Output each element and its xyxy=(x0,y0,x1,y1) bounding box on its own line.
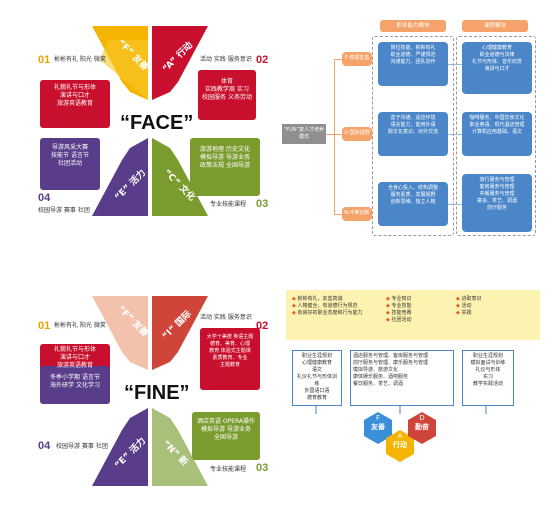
fade-col2: ◆ 专业知识 ◆ 专业技能 ◆ 技能竞赛 ◆ 社团活动 xyxy=(386,296,412,323)
fine-q1-num: 01 xyxy=(38,320,51,332)
fun-row1-label: F-热情友善 xyxy=(342,52,372,66)
fade-col3: ◆ 进取意识 ◆ 活动 ◆ 实践 xyxy=(456,296,482,316)
face-title: “FACE” xyxy=(120,112,194,134)
face-q1-header: 彬彬有礼 阳光 微笑 xyxy=(54,56,106,63)
fine-arrows xyxy=(40,296,260,486)
face-q4-box: 导游风采大赛技能节 语言节社团活动 xyxy=(51,144,89,167)
fun-row1-items: 岗位技能、彬彬有礼职业道德、严谨规范沟通能力、团队协作 xyxy=(378,42,448,86)
face-q2-bg xyxy=(198,70,256,120)
fine-q2-box: 大学十美德 英语主题德育、美育、心理教育 体验式主题课素质教育、专业主题教育 xyxy=(206,334,254,368)
fun-header-course: 课程模块 xyxy=(462,20,528,32)
fine-q3-bg xyxy=(192,412,260,460)
fine-q3-num: 03 xyxy=(256,462,269,474)
face-q1-num: 01 xyxy=(38,54,51,66)
fun-row3-courses: 旅行服务与管理客房服务与管理中餐服务与管理宴会、茶艺、调酒前厅服务 xyxy=(462,174,532,232)
fade-box2: 酒店服务与管理、客房服务与管理前厅服务与管理、康乐服务与管理模拟导游、旅游文化康… xyxy=(350,350,454,406)
face-arrows xyxy=(40,26,260,216)
face-q3-num: 03 xyxy=(256,198,269,210)
fun-header-ability: 职业能力模块 xyxy=(380,20,446,32)
fade-diagram: ◆ 彬彬有礼，友善真诚 ◆ 人格健全，有道德行为规范 ◆ 有良好的职业态度和行为… xyxy=(286,290,546,480)
fine-q3-header: 专业技能课程 xyxy=(210,466,247,473)
fine-q4-header: 校园导游 赛事 社团 xyxy=(56,443,108,450)
fun-row2-label: U-国际视野 xyxy=(342,127,372,141)
fade-box3: 职业生涯规划模拟面试与训练礼仪与形体实习教学实践活动 xyxy=(462,350,514,406)
fun-center-label: “FUN”复人才培养模式 xyxy=(282,124,326,144)
face-arrow-bl xyxy=(92,138,148,216)
fun-diagram: 职业能力模块 课程模块 “FUN”复人才培养模式 F-热情友善 岗位技能、彬彬有… xyxy=(276,14,546,239)
fun-row3-label: N-不断创新 xyxy=(342,207,372,221)
fun-row2-items: 善于沟通、适应环境语言能力、能用外语跨文化意识、对外交流 xyxy=(378,112,448,156)
fine-arrow-tl xyxy=(92,296,148,370)
fine-title: “FINE” xyxy=(124,382,190,404)
face-q4-num: 04 xyxy=(38,192,51,204)
fun-row1-courses: 心理健康教育职业道德与法律礼节与形体、音乐欣赏演讲与口才 xyxy=(462,42,532,94)
fine-q2-num: 02 xyxy=(256,320,269,332)
fine-diagram: 01 彬彬有礼 阳光 微笑 02 活动 实践 服务意识 03 专业技能课程 04… xyxy=(30,290,270,490)
face-q1-box: 礼貌礼节与形体演讲与口才旅游英语教育 xyxy=(53,84,96,107)
face-arrow-tl-tip xyxy=(100,40,148,100)
face-q2-header: 活动 实践 服务意识 xyxy=(200,56,252,63)
fine-arrow-tr xyxy=(152,296,208,370)
face-q4-bg xyxy=(40,138,100,190)
fine-q4-num: 04 xyxy=(38,440,51,452)
face-q2-num: 02 xyxy=(256,54,269,66)
fun-row3-items: 全身心投入、结构调整服务素质、发展视野创新思维、独立人格 xyxy=(378,182,448,226)
face-q3-header: 专业技能课程 xyxy=(210,201,247,208)
fine-q4-box: 冬季小学期 语言节海外研学 文化学习 xyxy=(50,374,100,389)
fine-q3-box: 酒店英语 OPERA操作模拟导游 导游业务全国导游 xyxy=(196,418,256,441)
face-arrow-tr xyxy=(152,26,208,100)
face-q3-box: 旅游地理 历史文化模拟导游 导游业务政策法规 全国导游 xyxy=(200,146,250,169)
fun-row2-courses: 咖啡服务、中国饮食文化职业英语、现代酒店管理计算机应用基础、语文 xyxy=(462,112,532,156)
face-q2-box: 体育实践教学周 实习校园服务 义务劳动 xyxy=(202,78,252,101)
fine-q4-bg xyxy=(40,366,110,404)
fine-arrow-br xyxy=(152,408,208,486)
fade-col1: ◆ 彬彬有礼，友善真诚 ◆ 人格健全，有道德行为规范 ◆ 有良好的职业态度和行为… xyxy=(292,296,363,316)
fun-course-frame xyxy=(456,36,536,236)
fade-hex-f xyxy=(364,412,392,444)
fine-q2-bg xyxy=(200,328,260,390)
face-q3-bg xyxy=(190,138,260,196)
fine-q1-box: 礼貌礼节与形体演讲与口才旅游英语教育 xyxy=(53,346,96,369)
face-q1-bg xyxy=(40,80,110,128)
fine-q1-header: 彬彬有礼 阳光 微笑 xyxy=(54,322,106,329)
face-arrow-br xyxy=(152,138,208,216)
fine-arrow-bl xyxy=(92,408,148,486)
fade-hex-d xyxy=(408,412,436,444)
fade-box1: 职业生涯规划心理健康教育语文礼仪礼节与形体训练外国语口语德育教育 xyxy=(292,350,342,406)
face-diagram: 01 彬彬有礼 阳光 微笑 02 活动 实践 服务意识 03 专业技能课程 04… xyxy=(30,20,270,220)
fine-q2-header: 活动 实践 服务意识 xyxy=(200,314,252,321)
fade-hex-a xyxy=(386,430,414,462)
face-q4-header: 校园导游 赛事 社团 xyxy=(38,207,90,214)
fade-hexagons xyxy=(315,406,487,462)
fade-top-band xyxy=(286,290,540,340)
fun-ability-frame xyxy=(372,36,454,236)
